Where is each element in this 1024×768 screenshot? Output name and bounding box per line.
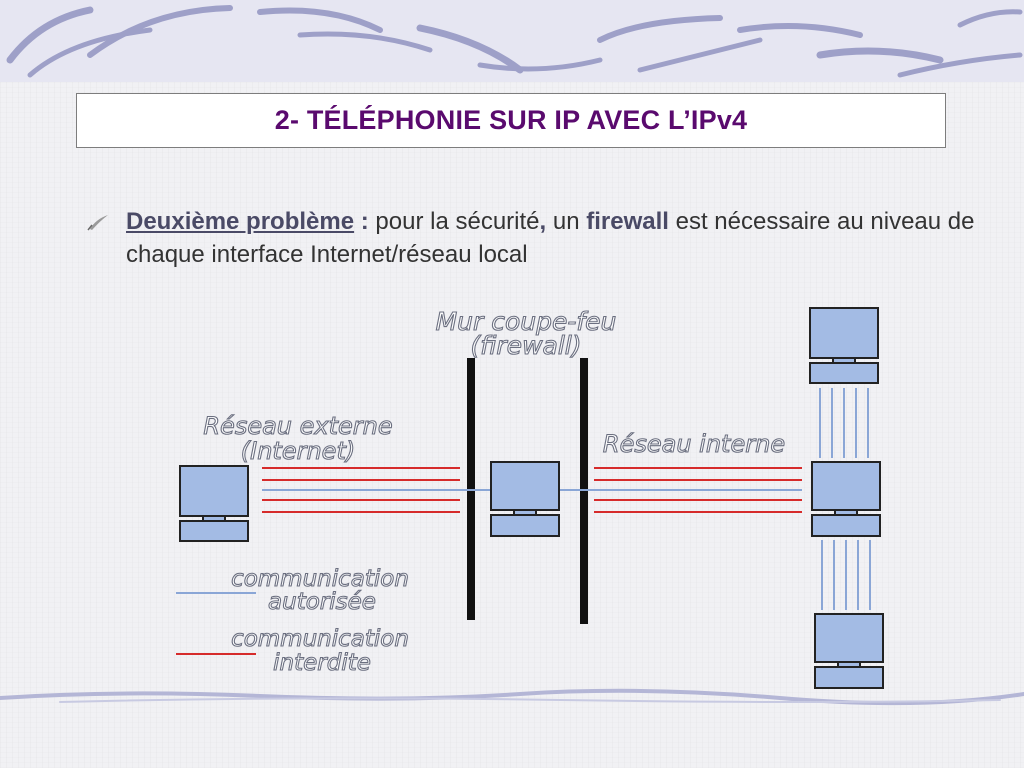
bullet-text-2: un (546, 208, 587, 235)
external-network-label-line1: Réseau externe (203, 412, 392, 440)
bullet-term: Deuxième problème (126, 208, 355, 235)
legend-forbidden-line2: interdite (273, 650, 371, 676)
legend-forbidden-line1: communication (231, 626, 409, 652)
computer-firewall-icon (490, 461, 560, 537)
computer-lan-middle-icon (811, 461, 881, 537)
bullet-text-3: est nécessaire au niveau de chaque inter… (126, 208, 975, 268)
firewall-label-line2: (firewall) (471, 331, 582, 360)
external-network-label-line2: (Internet) (241, 437, 355, 465)
forbidden-links-internal (594, 467, 802, 513)
slide-title: 2- TÉLÉPHONIE SUR IP AVEC L’IPv4 (274, 105, 748, 135)
decorative-swirl-header (0, 0, 1024, 82)
allowed-links-upper (819, 388, 869, 458)
bullet-comma: , (539, 208, 547, 235)
quill-bullet-icon (87, 215, 108, 231)
bullet-colon: : (354, 208, 369, 235)
internal-network-label: Réseau interne (603, 430, 785, 458)
bullet-point: Deuxième problème : pour la sécurité, un… (126, 205, 986, 271)
forbidden-links-external (262, 467, 460, 513)
legend-allowed-line1: communication (231, 566, 409, 592)
bullet-text-1: pour la sécurité (368, 208, 540, 235)
allowed-links-lower (821, 540, 871, 610)
computer-lan-bottom-icon (814, 613, 884, 689)
firewall-label-line1: Mur coupe-feu (436, 307, 617, 336)
legend-allowed-line2: autorisée (268, 589, 376, 615)
decorative-swirl-footer (0, 688, 1024, 706)
computer-internet-icon (179, 465, 249, 542)
computer-lan-top-icon (809, 307, 879, 384)
bullet-keyword: firewall (586, 208, 669, 235)
title-box: 2- TÉLÉPHONIE SUR IP AVEC L’IPv4 (76, 93, 946, 148)
